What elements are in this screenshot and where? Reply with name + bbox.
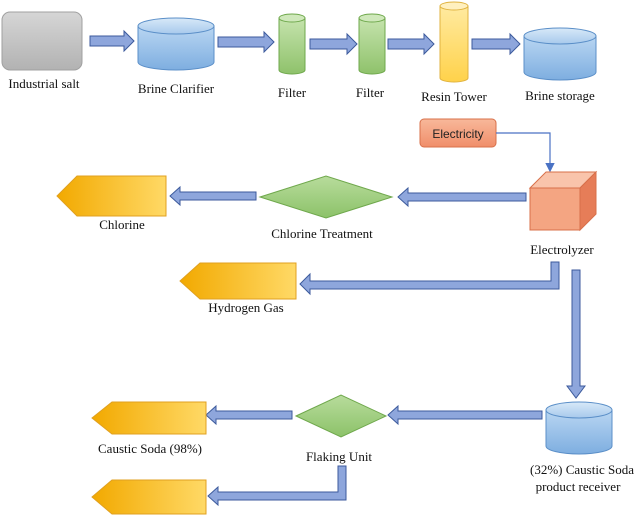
- brine-clarifier-tank: [137, 17, 215, 71]
- arrow-electrolyzer-to-caustic-receiver: [566, 269, 586, 399]
- chlorine-treatment-label: Chlorine Treatment: [271, 226, 373, 241]
- filter-1-label: Filter: [278, 85, 307, 100]
- caustic-receiver-label-line-1: (32%) Caustic Soda: [530, 462, 634, 477]
- electrolyzer-cube: [528, 170, 598, 232]
- arrow-filter-2-to-resin-tower: [387, 32, 435, 56]
- brine-storage-label: Brine storage: [525, 88, 595, 103]
- caustic-soda-receiver-tank: [545, 401, 613, 455]
- electricity-label: Electricity: [432, 127, 483, 141]
- caustic-soda-98-label: Caustic Soda (98%): [98, 441, 202, 456]
- hydrogen-gas-label: Hydrogen Gas: [208, 300, 283, 315]
- arrow-filter-1-to-filter-2: [309, 32, 358, 56]
- bottom-product-shape: [91, 479, 207, 515]
- industrial-salt-block: [1, 11, 83, 71]
- hydrogen-gas-product-shape: [179, 262, 297, 300]
- industrial-salt-label: Industrial salt: [8, 76, 80, 91]
- filter-1-column: [278, 13, 306, 75]
- brine-storage-tank: [523, 27, 597, 81]
- resin-tower: [439, 1, 469, 83]
- arrow-electrolyzer-to-hydrogen: [299, 261, 560, 296]
- arrow-flaking-to-bottom-product: [207, 465, 347, 507]
- chlorine-label: Chlorine: [99, 217, 145, 232]
- resin-tower-label: Resin Tower: [421, 89, 487, 104]
- electrolyzer-label: Electrolyzer: [530, 242, 594, 257]
- chlorine-treatment-diamond: [258, 175, 394, 219]
- arrow-to-chlorine: [169, 185, 257, 207]
- caustic-receiver-label-line-2: product receiver: [536, 479, 621, 494]
- brine-clarifier-label: Brine Clarifier: [138, 81, 215, 96]
- filter-2-label: Filter: [356, 85, 385, 100]
- flaking-unit-label: Flaking Unit: [306, 449, 372, 464]
- flaking-unit-diamond: [294, 394, 388, 438]
- connector-electricity-to-electrolyzer: [496, 132, 555, 173]
- filter-2-column: [358, 13, 386, 75]
- arrow-resin-to-brine-storage: [471, 32, 521, 56]
- chlorine-product-shape: [56, 175, 167, 217]
- arrow-receiver-to-flaking-unit: [387, 404, 543, 426]
- arrow-clarifier-to-filter-1: [217, 30, 275, 54]
- arrow-flaking-to-caustic-soda: [205, 404, 293, 426]
- arrow-salt-to-clarifier: [89, 29, 135, 53]
- caustic-soda-98-product-shape: [91, 401, 207, 435]
- arrow-electrolyzer-to-chlorine-treatment: [397, 186, 527, 208]
